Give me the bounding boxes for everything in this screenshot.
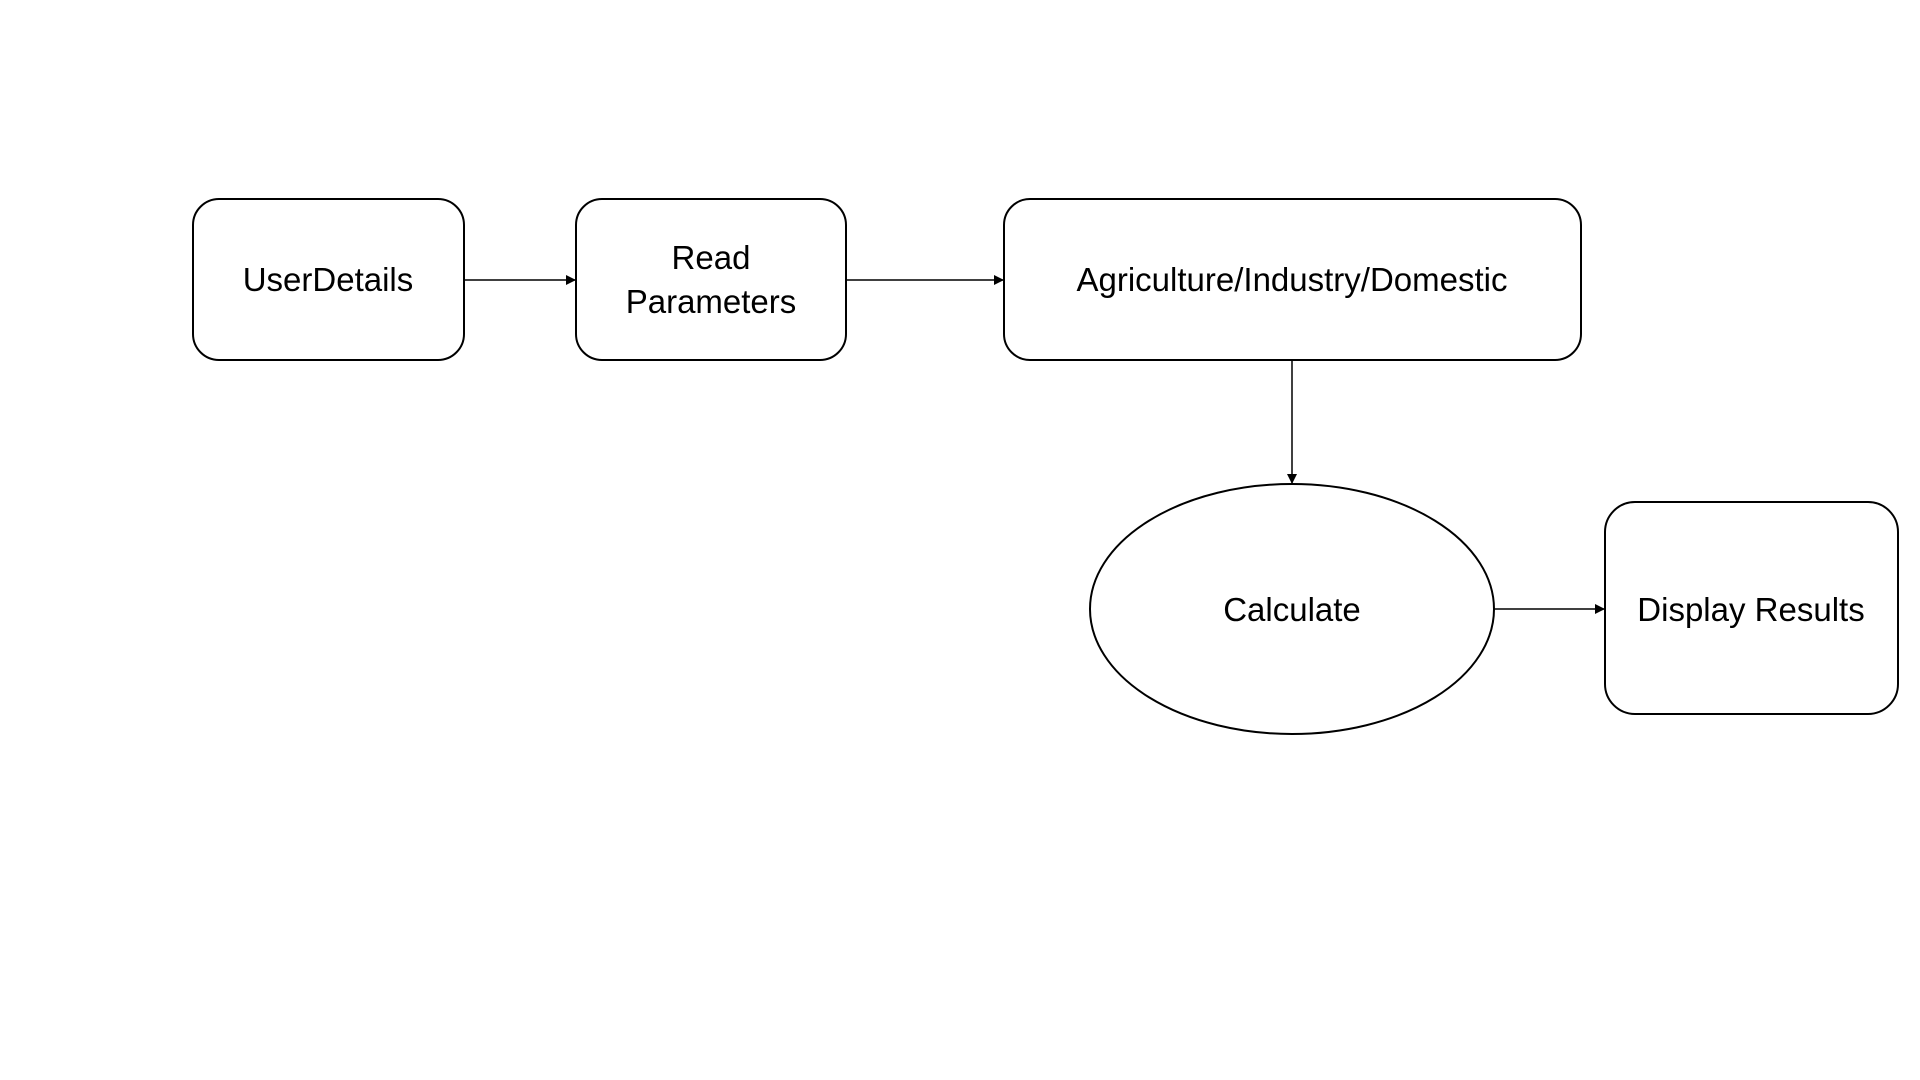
node-category-label: Agriculture/Industry/Domestic	[1077, 261, 1508, 298]
node-calculate-label: Calculate	[1223, 591, 1361, 628]
node-user-details-label: UserDetails	[243, 261, 414, 298]
node-read-parameters-box	[575, 198, 847, 361]
node-calculate: Calculate	[1089, 483, 1495, 735]
node-display-results-box	[1604, 501, 1899, 715]
node-read-parameters-label-line1: Read	[672, 239, 751, 276]
node-category: Agriculture/Industry/Domestic	[1003, 198, 1582, 361]
node-display-results-label: Display Results	[1637, 591, 1864, 628]
node-read-parameters-label-line2: Parameters	[626, 283, 797, 320]
node-read-parameters: Read Parameters	[575, 198, 847, 361]
node-display-results: Display Results	[1604, 501, 1899, 715]
node-user-details: UserDetails	[192, 198, 465, 361]
